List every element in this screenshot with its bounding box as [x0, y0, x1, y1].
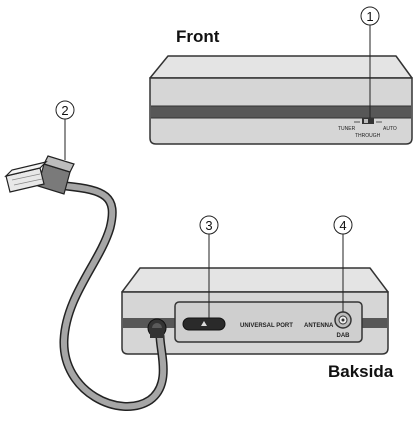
back-dark-band-right — [362, 318, 387, 328]
front-heading: Front — [176, 27, 220, 46]
callout-1-number: 1 — [366, 9, 373, 24]
switch-label-auto: AUTO — [383, 126, 397, 132]
back-heading: Baksida — [328, 362, 394, 381]
port-panel — [174, 301, 363, 343]
cable-back-connector — [147, 318, 167, 338]
callout-4-number: 4 — [339, 218, 346, 233]
callout-4: 4 — [333, 215, 353, 312]
callout-3: 3 — [199, 215, 219, 318]
antenna-label: ANTENNA — [304, 323, 334, 329]
front-unit: TUNER THROUGH AUTO — [149, 55, 413, 145]
switch-label-through: THROUGH — [355, 133, 381, 139]
cable — [59, 181, 168, 411]
dab-label: DAB — [337, 333, 351, 339]
universal-port-arrow-icon — [201, 321, 207, 326]
callout-2: 2 — [55, 100, 75, 160]
callout-1: 1 — [360, 6, 380, 118]
callout-2-number: 2 — [61, 103, 68, 118]
front-dark-band — [151, 106, 411, 118]
universal-port-label: UNIVERSAL PORT — [240, 323, 293, 329]
back-unit: UNIVERSAL PORT ANTENNA DAB — [121, 267, 389, 355]
callout-3-number: 3 — [205, 218, 212, 233]
switch-label-tuner: TUNER — [338, 126, 356, 132]
cable-plug — [4, 155, 75, 195]
